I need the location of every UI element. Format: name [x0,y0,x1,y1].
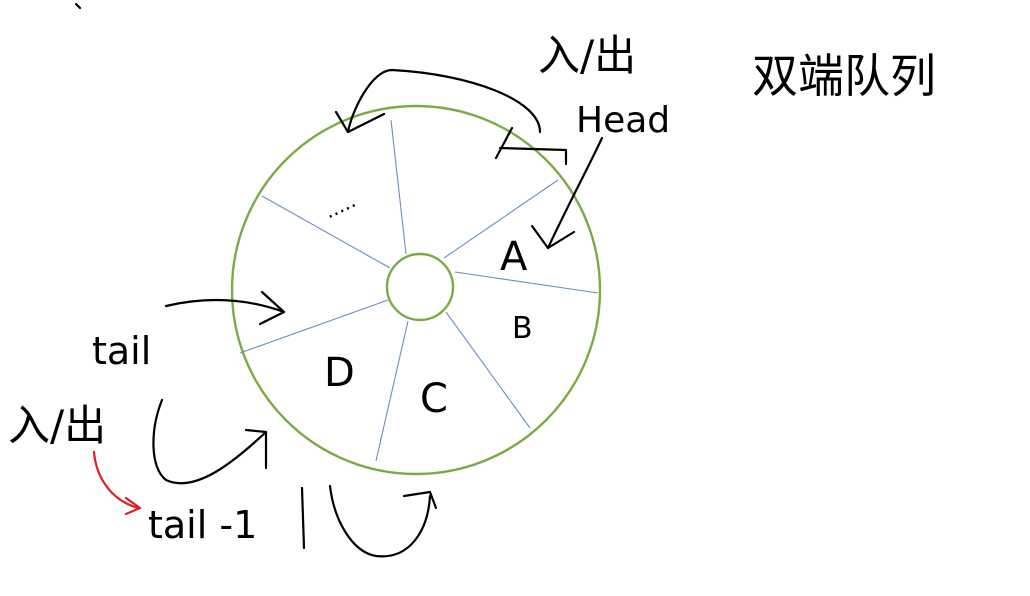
tail-wrap-arrow [152,398,268,485]
tail-wrap-arrowhead [244,428,268,470]
tail-label: tail [92,329,151,373]
slot-b-label: B [512,311,533,346]
slot-d-label: D [324,350,355,396]
slot-a-label: A [500,234,528,280]
head-pointer-arrowhead [530,224,576,250]
tail-pointer-arrow [164,298,286,314]
head-io-label: 入/出 [538,31,636,80]
red-pointer-arrow [92,450,140,510]
slot-dividers [239,119,599,462]
divider-4 [445,311,531,429]
divider-7 [261,195,391,269]
tail-io-label: 入/出 [8,401,106,450]
diagram-title: 双端队列 [752,49,936,103]
head-label: Head [576,100,670,141]
tail-pointer-arrowhead [258,290,286,326]
head-pointer-arrow [546,136,604,250]
top-wrap-arrowhead-right [494,126,568,166]
bottom-wrap-arrowhead [402,490,438,510]
top-wrap-arrowhead-left [334,110,386,134]
tail-minus-one-bar [300,486,306,550]
divider-3 [454,271,599,294]
bottom-wrap-arrow [328,484,432,558]
top-wrap-arrow [346,68,542,134]
slot-c-label: C [420,376,448,422]
divider-6 [239,299,389,354]
stray-mark [74,2,82,10]
divider-1 [390,119,407,255]
divider-2 [443,179,559,259]
tail-minus-one-label: tail -1 [148,503,257,547]
divider-5 [375,320,409,462]
red-pointer-arrowhead [124,496,142,516]
inner-hub [385,252,455,322]
